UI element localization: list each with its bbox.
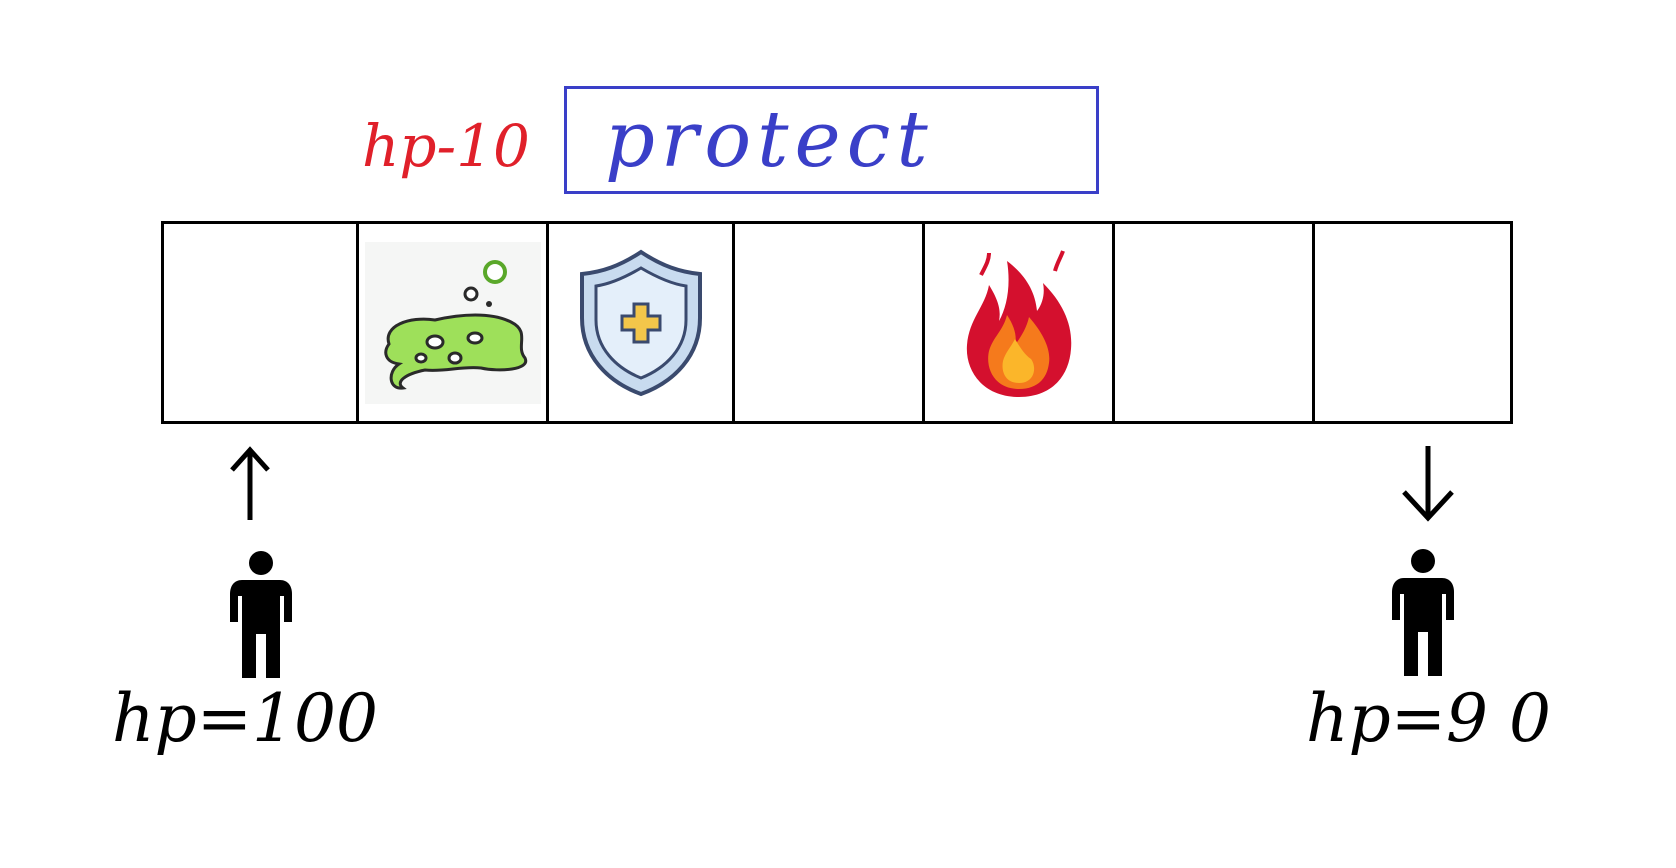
hp-left-label: hp=100 <box>112 680 379 757</box>
poison-icon <box>364 241 541 404</box>
track-cell-5 <box>925 224 1115 421</box>
track-cell-7 <box>1315 224 1510 421</box>
track <box>161 221 1513 424</box>
track-cell-2 <box>359 224 549 421</box>
person-icon <box>230 551 292 678</box>
track-cell-4 <box>735 224 925 421</box>
person-icon <box>1392 549 1454 676</box>
hp-right-label: hp=9 0 <box>1306 680 1552 757</box>
hp-penalty-label: hp-10 <box>362 112 530 180</box>
fire-icon <box>966 249 1071 397</box>
action-box: protect <box>564 86 1099 194</box>
up-arrow-icon <box>230 446 270 520</box>
track-cell-1 <box>164 224 359 421</box>
action-label: protect <box>605 95 934 185</box>
track-cell-6 <box>1115 224 1315 421</box>
down-arrow-icon <box>1402 446 1454 522</box>
track-cell-3 <box>549 224 735 421</box>
shield-icon <box>579 249 702 396</box>
